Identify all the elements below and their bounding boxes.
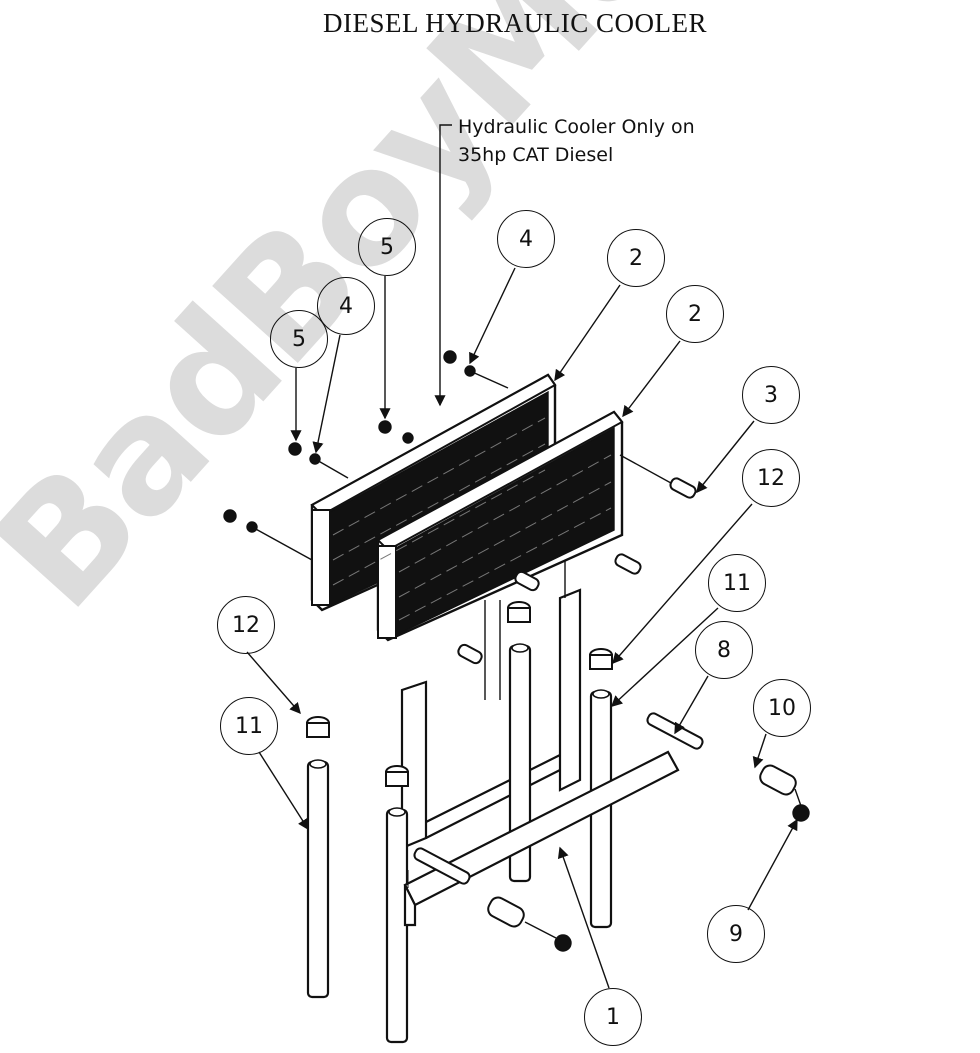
note-line-2: 35hp CAT Diesel	[458, 144, 614, 166]
note-line-1: Hydraulic Cooler Only on	[458, 116, 695, 138]
assembly-note: Hydraulic Cooler Only on 35hp CAT Diesel	[458, 113, 695, 169]
callout-part-12: 12	[742, 449, 800, 507]
callout-part-11: 11	[708, 554, 766, 612]
callout-part-4: 4	[317, 277, 375, 335]
cooler-front	[376, 410, 624, 642]
callout-part-2: 2	[607, 229, 665, 287]
diagram-title: DIESEL HYDRAULIC COOLER	[323, 8, 707, 38]
callout-part-5: 5	[270, 310, 328, 368]
callout-part-2: 2	[666, 285, 724, 343]
callout-part-5: 5	[358, 218, 416, 276]
callout-part-9: 9	[707, 905, 765, 963]
callout-part-11: 11	[220, 697, 278, 755]
callout-part-4: 4	[497, 210, 555, 268]
callout-part-8: 8	[695, 621, 753, 679]
callout-part-3: 3	[742, 366, 800, 424]
callout-part-12: 12	[217, 596, 275, 654]
callout-part-1: 1	[584, 988, 642, 1046]
callout-part-10: 10	[753, 679, 811, 737]
